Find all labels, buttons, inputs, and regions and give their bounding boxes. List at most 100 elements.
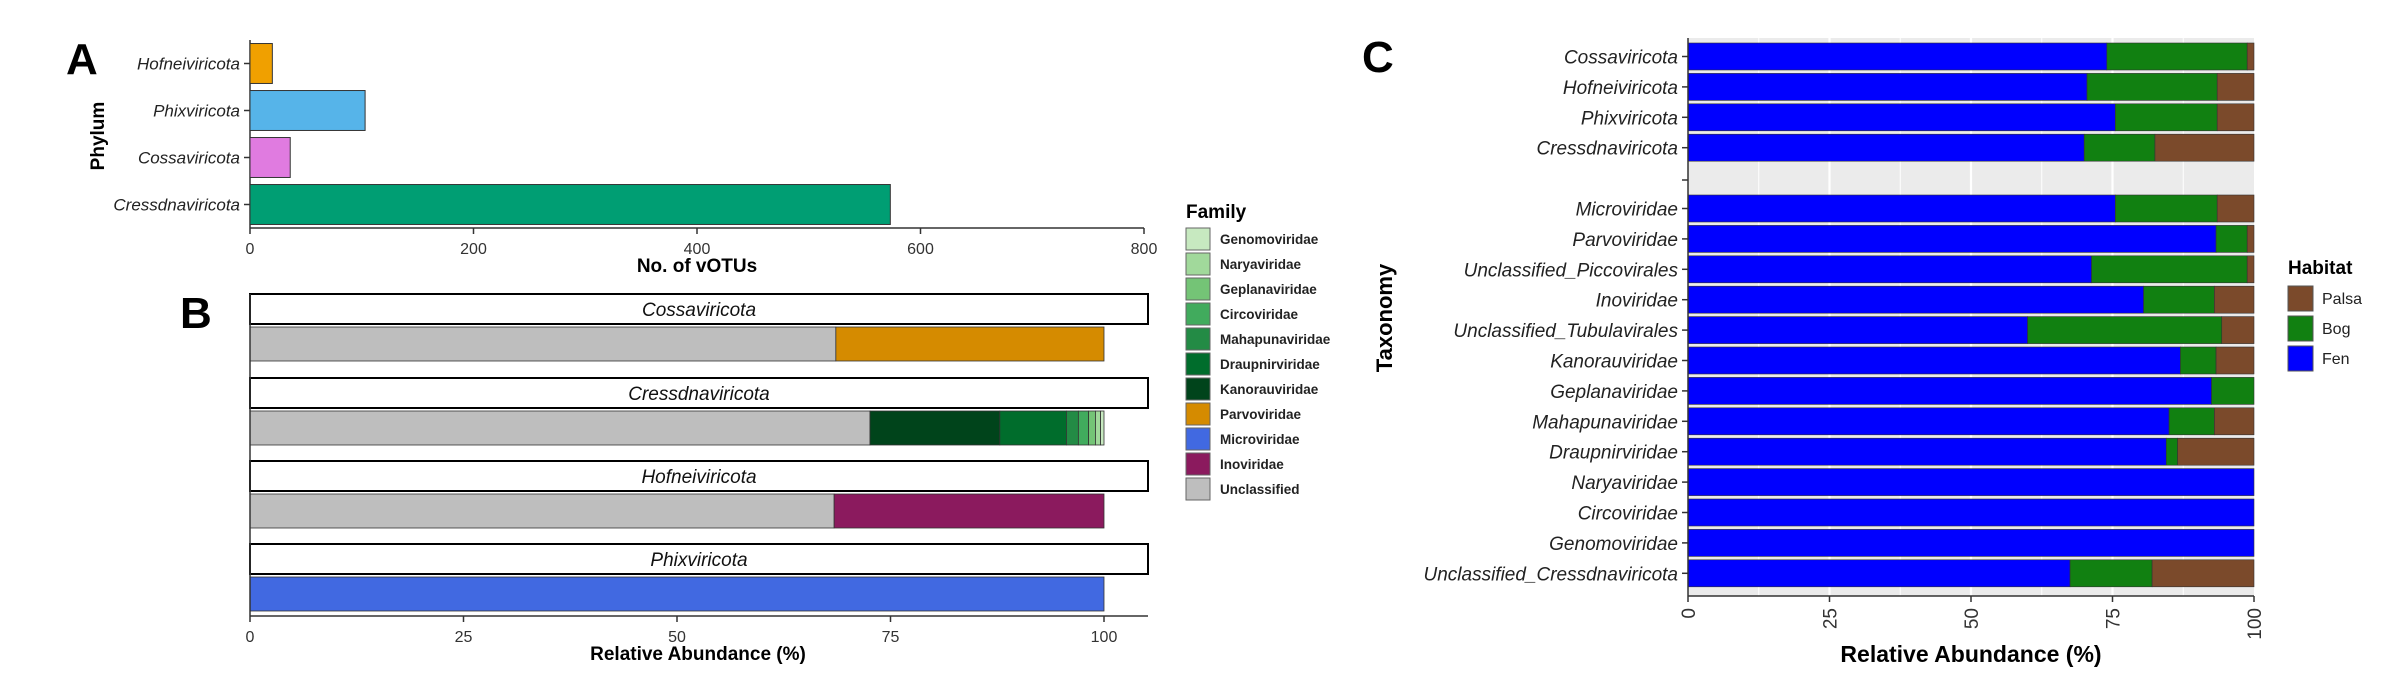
x-tick-label-50: 50 (668, 629, 686, 646)
segment-bog (2115, 194, 2218, 223)
x-tick-label-50: 50 (1962, 608, 1983, 629)
panel-c: CossaviricotaHofneiviricotaPhixviricotaC… (1372, 38, 2266, 667)
segment-circoviridae (1077, 410, 1090, 446)
category-label-naryaviridae: Naryaviridae (1571, 473, 1678, 494)
legend-label-geplanaviridae: Geplanaviridae (1220, 282, 1317, 297)
bar-parvoviridae (1687, 225, 2255, 253)
legend-label-palsa: Palsa (2322, 291, 2362, 308)
panel-b-x-ticks: 0 25 50 75 100 (246, 616, 1118, 646)
legend-label-bog: Bog (2322, 321, 2350, 338)
category-label-unclassified-tubulavirales: Unclassified_Tubulavirales (1453, 321, 1678, 342)
bar-cossaviricota (249, 137, 291, 178)
legend-label-unclassified: Unclassified (1220, 482, 1300, 497)
x-tick-label-400: 400 (684, 241, 711, 258)
segment-fen (1687, 194, 2116, 223)
category-label-cressdnaviricota: Cressdnaviricota (113, 196, 240, 215)
category-label-cossaviricota: Cossaviricota (138, 149, 240, 168)
segment-bog (2165, 437, 2178, 466)
panel-a-x-ticks: 0 200 400 600 800 (246, 228, 1158, 258)
facet-hofneiviricota: Hofneiviricota (249, 460, 1149, 529)
legend-swatch-bog (2287, 315, 2314, 342)
segment-bog (2215, 225, 2248, 253)
segment-palsa (2154, 133, 2255, 162)
panel-a: HofneiviricotaPhixviricotaCossaviricotaC… (88, 40, 1157, 277)
segment-geplanaviridae (1088, 410, 1096, 446)
segment-fen (1687, 42, 2108, 71)
facet-phixviricota: Phixviricota (249, 543, 1149, 612)
category-label-cossaviricota: Cossaviricota (1564, 48, 1678, 69)
bar-circoviridae (1687, 498, 2255, 527)
panel-a-y-axis-title: Phylum (88, 102, 109, 171)
category-label-mahapunaviridae: Mahapunaviridae (1532, 412, 1678, 433)
segment-bog (2083, 133, 2156, 162)
x-tick-label-100: 100 (2245, 608, 2266, 640)
panel-letter-b: B (180, 289, 212, 338)
legend-swatch-genomoviridae (1185, 227, 1211, 251)
x-tick-label-0: 0 (246, 241, 255, 258)
legend-label-microviridae: Microviridae (1220, 432, 1300, 447)
segment-fen (1687, 346, 2181, 375)
x-tick-label-75: 75 (2104, 608, 2125, 629)
segment-bog (2027, 316, 2223, 344)
legend-label-inoviridae: Inoviridae (1220, 457, 1284, 472)
segment-microviridae (249, 576, 1105, 612)
bar-unclassified-piccovirales (1687, 255, 2255, 284)
category-label-phixviricota: Phixviricota (1581, 108, 1678, 129)
bar-phixviricota (1687, 103, 2255, 132)
segment-fen (1687, 529, 2255, 557)
segment-palsa (2216, 194, 2255, 223)
segment-draupnirviridae (999, 410, 1067, 446)
legend-swatch-inoviridae (1185, 452, 1211, 476)
legend-label-draupnirviridae: Draupnirviridae (1220, 357, 1320, 372)
legend-label-genomoviridae: Genomoviridae (1220, 232, 1319, 247)
segment-palsa (2221, 316, 2255, 344)
legend-swatch-circoviridae (1185, 302, 1211, 326)
panel-b-legend: Family GenomoviridaeNaryaviridaeGeplanav… (1185, 202, 1331, 501)
x-tick-label-200: 200 (460, 241, 487, 258)
segment-fen (1687, 407, 2170, 436)
legend-label-parvoviridae: Parvoviridae (1220, 407, 1302, 422)
segment-bog (2180, 346, 2217, 375)
segment-kanorauviridae (869, 410, 1001, 446)
segment-genomoviridae (1100, 410, 1105, 446)
segment-bog (2115, 103, 2218, 132)
segment-fen (1687, 316, 2028, 344)
x-tick-label-100: 100 (1091, 629, 1118, 646)
panel-b: CossaviricotaCressdnaviricotaHofneiviric… (246, 293, 1149, 665)
legend-label-mahapunaviridae: Mahapunaviridae (1220, 332, 1331, 347)
x-tick-label-600: 600 (907, 241, 934, 258)
segment-unclassified (249, 326, 837, 362)
panel-letters: A B C (66, 33, 1394, 338)
panel-a-x-axis-title: No. of vOTUs (637, 256, 757, 277)
x-tick-label-75: 75 (882, 629, 900, 646)
segment-parvoviridae (835, 326, 1105, 362)
segment-palsa (2216, 73, 2255, 101)
segment-mahapunaviridae (1066, 410, 1079, 446)
x-tick-label-800: 800 (1131, 241, 1158, 258)
panel-a-bars (249, 43, 891, 225)
bar-cossaviricota (1687, 42, 2255, 71)
facet-cossaviricota: Cossaviricota (249, 293, 1149, 362)
segment-fen (1687, 133, 2085, 162)
bar-microviridae (1687, 194, 2255, 223)
panel-letter-c: C (1362, 33, 1394, 82)
segment-fen (1687, 437, 2167, 466)
panel-b-x-axis-title: Relative Abundance (%) (590, 644, 806, 665)
segment-fen (1687, 498, 2255, 527)
bar-hofneiviricota (1687, 73, 2255, 101)
x-tick-label-25: 25 (455, 629, 473, 646)
facet-strip (249, 377, 1149, 409)
segment-bog (2069, 559, 2153, 588)
panel-b-legend-title: Family (1186, 202, 1247, 223)
x-tick-label-0: 0 (246, 629, 255, 646)
segment-fen (1687, 103, 2116, 132)
segment-fen (1687, 559, 2071, 588)
category-label-geplanaviridae: Geplanaviridae (1550, 382, 1678, 403)
legend-label-naryaviridae: Naryaviridae (1220, 257, 1302, 272)
bar-genomoviridae (1687, 529, 2255, 557)
legend-swatch-palsa (2287, 285, 2314, 312)
category-label-genomoviridae: Genomoviridae (1549, 534, 1678, 555)
facet-strip-label: Cressdnaviricota (628, 384, 770, 405)
